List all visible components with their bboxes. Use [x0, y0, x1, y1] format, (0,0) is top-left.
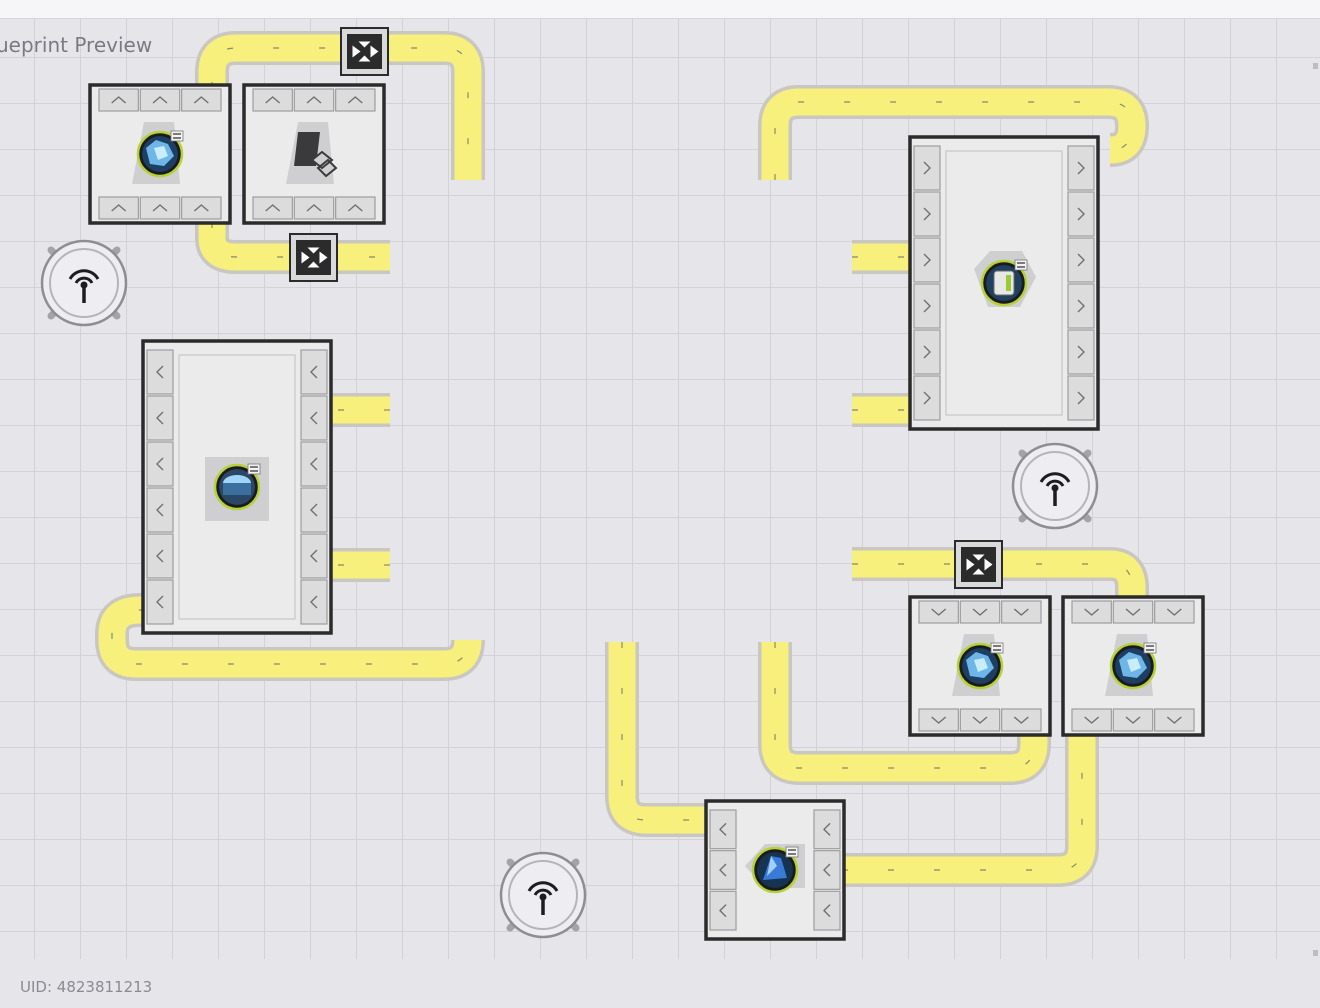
uid-label: UID: 4823811213	[20, 978, 153, 996]
shaping-unit[interactable]	[704, 799, 846, 941]
blue-crystal-icon	[1109, 642, 1157, 690]
belt-top-right-loop[interactable]	[758, 85, 1149, 180]
refining-unit-1[interactable]	[88, 83, 232, 225]
signal-tower-icon	[527, 881, 559, 915]
recipe-badge-icon	[247, 463, 261, 475]
belt-bottom-left-loop[interactable]	[95, 593, 485, 681]
recipe-badge-icon	[785, 846, 799, 858]
relay-tower-2[interactable]	[1011, 442, 1099, 530]
recipe-badge-icon	[1143, 642, 1157, 654]
splitters-layer	[289, 27, 1003, 589]
belt-under-refiners[interactable]	[195, 221, 390, 274]
blue-crystal-icon	[956, 642, 1004, 690]
relay-towers-layer	[40, 239, 1099, 939]
relay-tower-1[interactable]	[40, 239, 128, 327]
splitter-icon	[966, 554, 993, 575]
splitter-1[interactable]	[340, 27, 389, 76]
refining-unit-2[interactable]	[242, 83, 386, 225]
blue-crystal-icon	[136, 130, 184, 178]
crystal-component-icon	[751, 846, 799, 894]
recipe-badge-icon	[990, 642, 1004, 654]
relay-tower-3[interactable]	[499, 851, 587, 939]
converger-icon	[301, 247, 328, 268]
empty-slot-icon	[294, 132, 338, 178]
belt-bottom-right[interactable]	[842, 735, 1099, 887]
blue-capsule-icon	[213, 463, 261, 511]
belt-bottom-center[interactable]	[605, 642, 708, 837]
packaging-unit[interactable]	[908, 135, 1100, 431]
signal-tower-icon	[68, 269, 100, 303]
page-title: ueprint Preview	[0, 33, 153, 57]
filling-unit[interactable]	[141, 339, 333, 635]
signal-tower-icon	[1039, 472, 1071, 506]
refining-unit-3[interactable]	[908, 595, 1052, 737]
converger-1[interactable]	[289, 233, 338, 282]
scroll-marker-bottom	[1313, 950, 1318, 956]
splitter-icon	[352, 41, 379, 62]
top-bar	[0, 0, 1320, 19]
refining-unit-4[interactable]	[1061, 595, 1205, 737]
scroll-marker-top	[1313, 63, 1318, 69]
recipe-badge-icon	[1014, 259, 1028, 271]
belt-mid-right[interactable]	[852, 547, 1149, 605]
belt-right-u-loop[interactable]	[758, 642, 1051, 785]
conveyor-belts	[95, 31, 1149, 887]
machines-layer	[88, 83, 1205, 941]
recipe-badge-icon	[170, 130, 184, 142]
battery-pack-icon	[980, 259, 1028, 307]
splitter-2[interactable]	[954, 540, 1003, 589]
